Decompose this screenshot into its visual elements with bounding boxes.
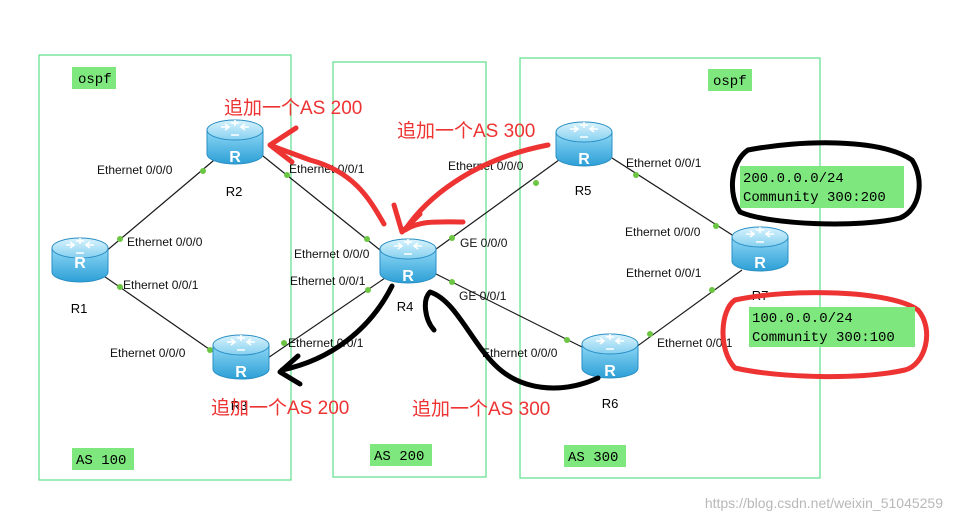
router-r5-glyph: R [578,151,590,168]
router-r6[interactable]: R R6 [581,333,639,411]
route2-prefix: 100.0.0.0/24 [752,311,853,327]
router-r6-label: R6 [602,396,619,411]
as100-ospf-label-bg [72,67,116,89]
iface-r5-e001: Ethernet 0/0/1 [626,156,702,170]
router-r5[interactable]: R R5 [555,121,613,198]
black-arrow-to-r6 [422,289,601,391]
router-r3-glyph: R [235,364,247,381]
router-r2-glyph: R [229,149,241,166]
router-r4[interactable]: R R4 [379,238,437,314]
route1-community: Community 300:200 [743,190,886,206]
red-arrow-to-r2 [269,143,387,227]
iface-r6-e001: Ethernet 0/0/1 [657,336,733,350]
as200-area-box [332,61,487,478]
as300-label: AS 300 [568,450,618,466]
red-arrow-to-r4 [402,142,551,233]
iface-r4-e001: Ethernet 0/0/1 [290,274,366,288]
iface-r6-e000: Ethernet 0/0/0 [482,346,558,360]
router-r1[interactable]: R R1 [51,237,109,316]
black-arrowhead-r3 [277,353,303,387]
iface-r4-e000: Ethernet 0/0/0 [294,247,370,261]
router-r6-glyph: R [604,363,616,380]
iface-r4-ge000: GE 0/0/0 [460,236,508,250]
router-r1-glyph: R [74,255,86,272]
link-r4-r6 [431,271,589,351]
route2-box [749,307,915,347]
router-r2[interactable]: R R2 [206,119,264,199]
red-ellipse-100 [720,290,930,380]
router-r2-label: R2 [226,184,243,199]
iface-r7-e001: Ethernet 0/0/1 [626,266,702,280]
as100-label-bg [72,448,134,470]
iface-r7-e000: Ethernet 0/0/0 [625,225,701,239]
iface-r3-e000: Ethernet 0/0/0 [110,346,186,360]
red-annotation-arrows [267,125,551,235]
annotation-r5-add-as300: 追加一个AS 300 [397,120,535,142]
as200-label: AS 200 [374,449,424,465]
as300-ospf-label: ospf [713,74,747,90]
router-r7-glyph: R [754,255,766,272]
red-arrowhead-r2 [267,125,299,165]
link-r2-r4 [257,151,381,251]
link-r4-r5 [431,151,571,253]
iface-r4-ge001: GE 0/0/1 [459,289,507,303]
link-r3-r4 [261,277,386,363]
iface-r2-e000: Ethernet 0/0/0 [97,163,173,177]
annotation-r2-add-as200: 追加一个AS 200 [224,97,362,119]
router-r3-label: R3 [231,398,248,413]
black-arrow-to-r3 [279,283,395,373]
iface-r1-e000: Ethernet 0/0/0 [127,235,203,249]
link-dots [117,168,719,353]
as100-area-box [38,54,292,481]
annotation-r6-add-as300: 追加一个AS 300 [412,398,550,420]
as300-area-box [519,57,821,479]
route1-prefix: 200.0.0.0/24 [743,171,844,187]
as300-label-bg [564,445,626,467]
router-r4-label: R4 [397,299,414,314]
router-r4-glyph: R [402,268,414,285]
router-r5-label: R5 [575,183,592,198]
as300-ospf-label-bg [708,69,752,91]
as200-label-bg [370,444,432,466]
red-arrowhead-r4 [391,202,423,235]
route1-box [740,166,904,208]
route2-community: Community 300:100 [752,330,895,346]
watermark: https://blog.csdn.net/weixin_51045259 [705,495,943,511]
black-ellipse-200 [729,140,922,227]
annotation-r3-add-as200: 追加一个AS 200 [211,397,349,419]
router-r3[interactable]: R R3 [212,334,270,413]
as100-ospf-label: ospf [78,72,112,88]
as100-label: AS 100 [76,453,126,469]
router-r1-label: R1 [71,301,88,316]
iface-r1-e001: Ethernet 0/0/1 [123,278,199,292]
iface-r2-e001: Ethernet 0/0/1 [289,162,365,176]
black-annotation-arrows [277,140,922,391]
